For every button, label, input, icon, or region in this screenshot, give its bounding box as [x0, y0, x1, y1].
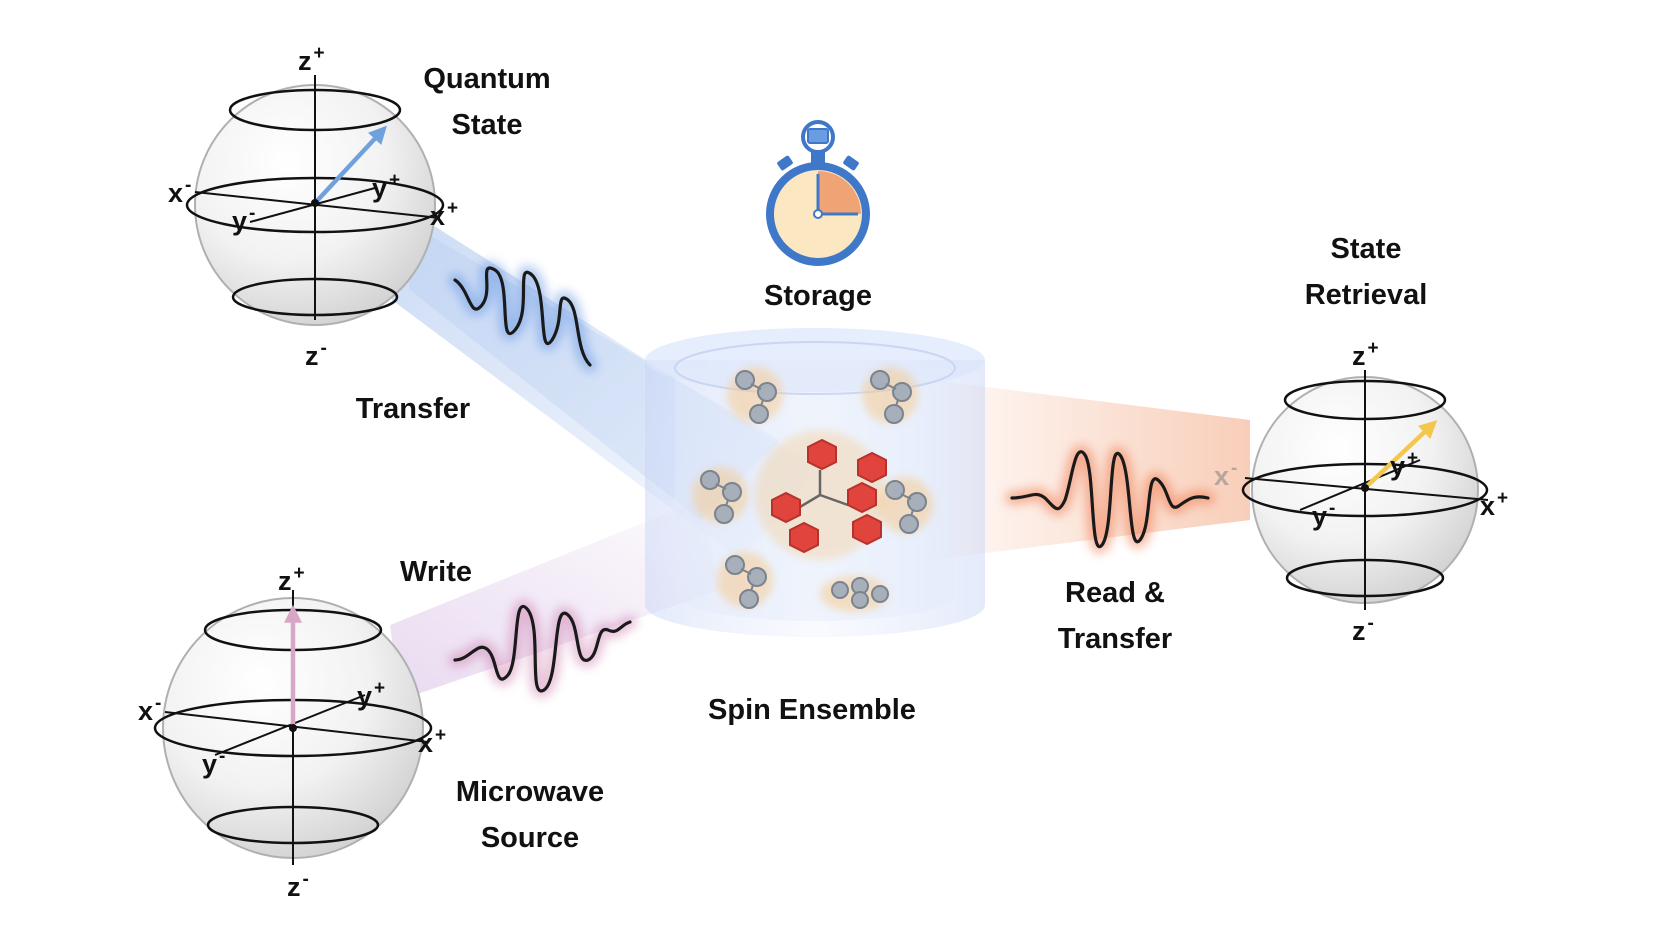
label-microwave-source-line2: Source	[481, 822, 579, 854]
axis-label-x-minus: x-	[1214, 458, 1237, 491]
axis-label-x-minus: x-	[138, 693, 161, 726]
axis-label-y-plus: y+	[357, 678, 385, 711]
label-state-retrieval-line1: State	[1331, 233, 1402, 265]
label-state-retrieval-line2: Retrieval	[1305, 279, 1428, 311]
axis-label-x-plus: x+	[418, 725, 446, 758]
axis-label-z-minus: z-	[1352, 613, 1374, 646]
axis-label-y-minus: y-	[1312, 498, 1335, 531]
radical-molecule-icon	[755, 430, 887, 560]
axis-label-x-minus: x-	[168, 175, 191, 208]
label-storage: Storage	[764, 280, 872, 312]
axis-label-z-plus: z+	[1352, 338, 1379, 371]
stopwatch-icon	[766, 120, 870, 266]
transfer-pulse-icon	[448, 261, 597, 372]
bloch-sphere-microwave-source: z+ z- x- x+ y+ y-	[138, 563, 446, 902]
label-quantum-state-line2: State	[452, 109, 523, 141]
label-write: Write	[400, 556, 472, 588]
axis-label-z-plus: z+	[278, 563, 305, 596]
label-transfer: Transfer	[356, 393, 470, 425]
axis-label-y-plus: y+	[372, 170, 400, 203]
axis-label-y-plus: y+	[1390, 448, 1418, 481]
label-microwave-source-line1: Microwave	[456, 776, 604, 808]
bloch-sphere-quantum-state: z+ z- x- x+ y+ y-	[168, 43, 458, 371]
read-pulse-icon	[1005, 444, 1215, 554]
label-spin-ensemble: Spin Ensemble	[708, 694, 916, 726]
axis-label-z-plus: z+	[298, 43, 325, 76]
molecule-icon	[692, 367, 933, 612]
axis-label-y-minus: y-	[232, 203, 255, 236]
label-quantum-state-line1: Quantum	[423, 63, 550, 95]
bloch-sphere-state-retrieval: z+ z- x- x+ y+ y-	[1214, 338, 1508, 646]
label-read-transfer-line1: Read &	[1065, 577, 1165, 609]
axis-label-x-plus: x+	[430, 198, 458, 231]
write-pulse-icon	[448, 599, 637, 698]
axis-label-z-minus: z-	[287, 869, 309, 902]
axis-label-y-minus: y-	[202, 746, 225, 779]
axis-label-x-plus: x+	[1480, 488, 1508, 521]
axis-label-z-minus: z-	[305, 338, 327, 371]
label-read-transfer-line2: Transfer	[1058, 623, 1172, 655]
